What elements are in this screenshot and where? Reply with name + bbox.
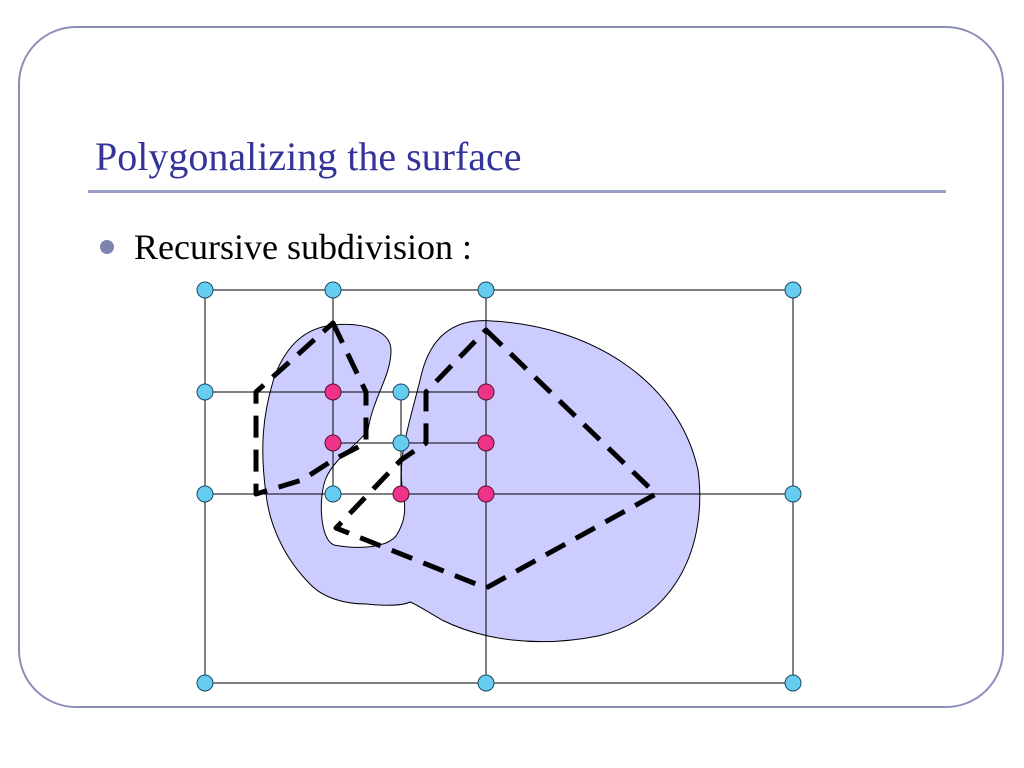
- outside-vertex: [196, 674, 214, 692]
- inside-vertex: [477, 383, 495, 401]
- outside-vertex: [196, 281, 214, 299]
- inside-vertex: [324, 383, 342, 401]
- inside-vertex: [324, 434, 342, 452]
- outside-vertex: [324, 485, 342, 503]
- bullet-icon: [100, 240, 114, 254]
- outside-vertex: [196, 383, 214, 401]
- dashed-polygon-left: [253, 320, 369, 497]
- outside-vertex: [784, 485, 802, 503]
- outside-vertex: [477, 674, 495, 692]
- inside-vertex: [477, 485, 495, 503]
- dashed-polygon-right: [333, 327, 659, 591]
- inside-vertex: [392, 485, 410, 503]
- outside-vertices: [196, 281, 802, 692]
- outside-vertex: [324, 281, 342, 299]
- surface-blob-left: [262, 320, 701, 643]
- title-underline: [88, 190, 946, 193]
- slide-title: Polygonalizing the surface: [95, 134, 522, 179]
- outside-vertex: [784, 674, 802, 692]
- slide-frame: [18, 26, 1004, 708]
- outside-vertex: [392, 383, 410, 401]
- inside-vertex: [477, 434, 495, 452]
- inside-vertices: [324, 383, 495, 503]
- bullet-text: Recursive subdivision :: [134, 227, 472, 267]
- implicit-surface: [262, 320, 701, 643]
- approximating-polygons: [253, 320, 659, 591]
- outside-vertex: [392, 434, 410, 452]
- bullet-item: Recursive subdivision :: [100, 222, 472, 272]
- outside-vertex: [196, 485, 214, 503]
- outside-vertex: [477, 281, 495, 299]
- outside-vertex: [784, 281, 802, 299]
